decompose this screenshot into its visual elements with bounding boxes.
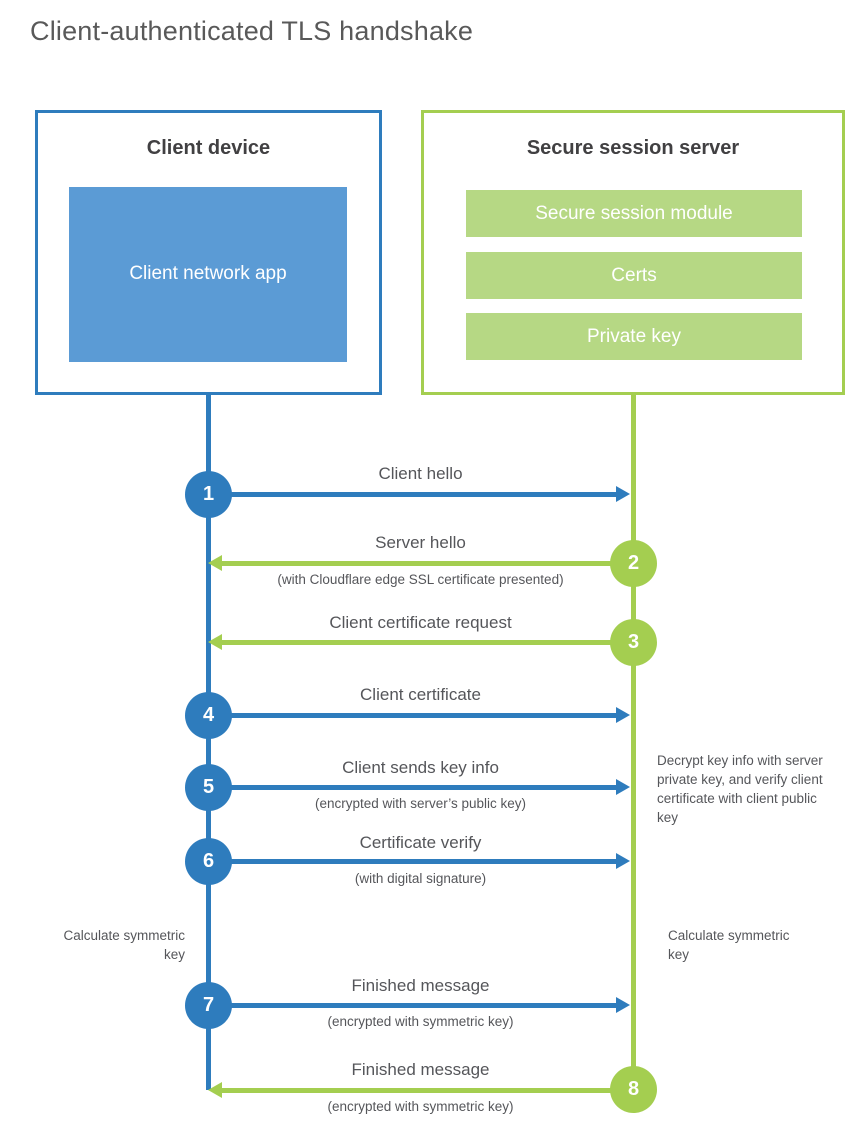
message-5-arrow-shaft (209, 785, 616, 790)
message-2-sublabel: (with Cloudflare edge SSL certificate pr… (277, 572, 564, 587)
server-module-certs: Certs (466, 252, 802, 299)
message-2-arrow-shaft (222, 561, 633, 566)
message-7-label: Finished message (351, 976, 490, 995)
message-8-arrow-shaft (222, 1088, 633, 1093)
message-8-arrowhead-icon (208, 1082, 222, 1098)
message-5-arrowhead-icon (616, 779, 630, 795)
secure-session-server-title: Secure session server (526, 137, 740, 159)
message-1-arrowhead-icon (616, 486, 630, 502)
client-network-app-box: Client network app (69, 187, 347, 362)
message-6-arrow-shaft (209, 859, 616, 864)
server-timeline (631, 395, 636, 1090)
message-1-arrow-shaft (209, 492, 616, 497)
step-circle-7: 7 (185, 982, 232, 1029)
server-module-secure-session: Secure session module (466, 190, 802, 237)
message-4-arrow-shaft (209, 713, 616, 718)
message-7-arrow-shaft (209, 1003, 616, 1008)
message-4-label: Client certificate (360, 685, 481, 704)
message-3-arrow-shaft (222, 640, 633, 645)
client-calculate-note: Calculate symmetric key (63, 928, 185, 962)
step-circle-5: 5 (185, 764, 232, 811)
message-7-arrowhead-icon (616, 997, 630, 1013)
client-device-title: Client device (146, 137, 271, 159)
server-decrypt-note: Decrypt key info with server private key… (657, 753, 823, 825)
message-1-label: Client hello (378, 464, 463, 483)
client-network-app-label: Client network app (129, 263, 287, 285)
message-2-label: Server hello (375, 533, 466, 552)
message-6-arrowhead-icon (616, 853, 630, 869)
message-7-sublabel: (encrypted with symmetric key) (327, 1014, 514, 1029)
message-8-sublabel: (encrypted with symmetric key) (327, 1099, 514, 1114)
step-circle-3: 3 (610, 619, 657, 666)
message-5-sublabel: (encrypted with server’s public key) (314, 796, 527, 811)
step-circle-2: 2 (610, 540, 657, 587)
message-3-arrowhead-icon (208, 634, 222, 650)
client-device-box: Client device Client network app (35, 110, 382, 395)
step-circle-4: 4 (185, 692, 232, 739)
client-timeline (206, 395, 211, 1090)
message-6-label: Certificate verify (359, 833, 482, 852)
server-module-private-key: Private key (466, 313, 802, 360)
message-6-sublabel: (with digital signature) (354, 871, 487, 886)
message-5-label: Client sends key info (342, 758, 499, 777)
message-4-arrowhead-icon (616, 707, 630, 723)
step-circle-6: 6 (185, 838, 232, 885)
message-2-arrowhead-icon (208, 555, 222, 571)
server-calculate-note: Calculate symmetric key (668, 928, 790, 962)
step-circle-1: 1 (185, 471, 232, 518)
step-circle-8: 8 (610, 1066, 657, 1113)
page-title: Client-authenticated TLS handshake (30, 16, 474, 46)
message-8-label: Finished message (351, 1060, 490, 1079)
secure-session-server-box: Secure session server Secure session mod… (421, 110, 845, 395)
message-3-label: Client certificate request (329, 613, 512, 632)
